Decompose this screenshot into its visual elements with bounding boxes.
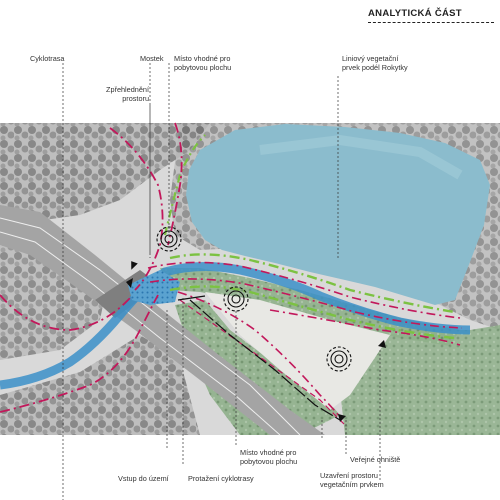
meadow-lower — [175, 300, 340, 435]
boundary-solid — [189, 299, 341, 421]
cycle-route-north — [109, 127, 164, 291]
cycle-route-southwest — [0, 294, 159, 413]
target-icon — [326, 346, 352, 372]
page-title: ANALYTICKÁ ČÁST — [368, 8, 462, 19]
cycle-route-west — [0, 294, 131, 331]
label-protazeni: Protažení cyklotrasy — [188, 474, 254, 483]
label-misto-top: Místo vhodné pro pobytovou plochu — [174, 54, 232, 72]
tree-area-bottom-left — [0, 335, 200, 435]
label-liniovy: Liniový vegetační prvek podél Rokytky — [342, 54, 408, 72]
label-verejne: Veřejné ohniště — [350, 455, 401, 464]
label-uzavreni: Uzavření prostoru vegetačním prvkem — [320, 471, 384, 489]
label-misto-bottom: Místo vhodné pro pobytovou plochu — [240, 448, 298, 466]
lake-shine — [259, 134, 463, 180]
highway — [0, 205, 325, 435]
cycle-route-south — [179, 299, 346, 426]
arrow-icon — [378, 340, 386, 348]
cycle-route-east — [269, 309, 461, 346]
tree-area-top — [0, 123, 210, 225]
cycle-route-bank-1 — [147, 261, 461, 319]
arrow-icon — [338, 414, 346, 422]
stream — [0, 261, 471, 390]
cycle-route-north-2 — [167, 122, 183, 246]
target-icon — [223, 286, 249, 312]
green-line-outer — [169, 253, 456, 314]
green-line-upper-bank — [163, 134, 206, 236]
label-cyklotrasa: Cyklotrasa — [30, 54, 65, 63]
label-mostek: Mostek — [140, 54, 164, 63]
leader-lines — [62, 63, 381, 500]
lake — [186, 124, 490, 305]
stream-confluence-patch — [128, 270, 180, 305]
cycle-route-bank-2 — [149, 278, 463, 329]
arrow-icon — [131, 261, 138, 270]
path-solid — [177, 295, 206, 301]
label-vstup: Vstup do území — [118, 474, 169, 483]
arrow-icon — [126, 278, 133, 288]
cycle-route-extension — [177, 291, 343, 421]
open-clearing — [205, 292, 390, 410]
label-zprehledneni: Zpřehlednění prostoru — [106, 85, 150, 103]
green-line-inner — [169, 285, 456, 340]
title-underline — [368, 22, 494, 23]
